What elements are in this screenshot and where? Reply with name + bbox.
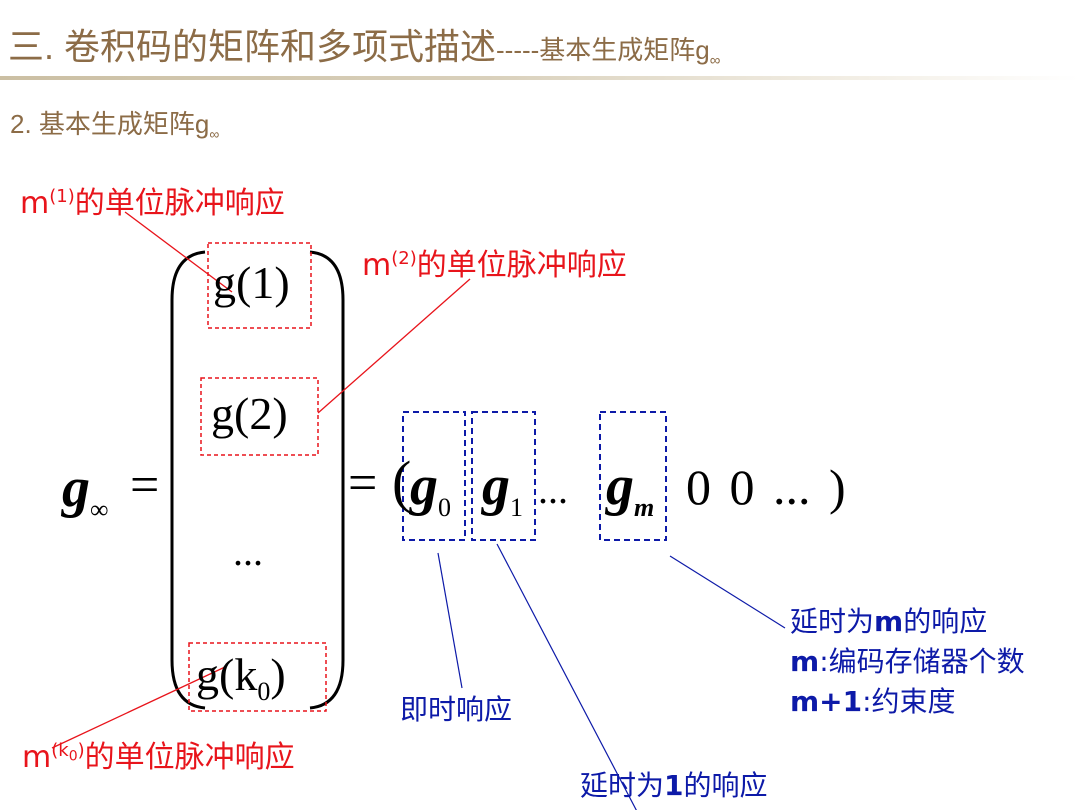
box-gk0 (188, 642, 327, 712)
section-subtitle: 2. 基本生成矩阵g∞ (10, 104, 219, 142)
label-delay1-a: 延时为 (580, 769, 665, 802)
label-m1-sup: (1) (49, 186, 75, 207)
line-delaym (669, 555, 786, 629)
label-m-desc-a: m (790, 645, 820, 678)
rhs-open-paren: ( (392, 449, 412, 514)
label-mk0-base: m (22, 740, 52, 775)
label-mk0-sup-end: ) (77, 740, 85, 761)
label-constraint-a: m+1 (790, 685, 863, 718)
entry-g2: g(2) (211, 388, 288, 439)
label-constraint: m+1:约束度 (790, 684, 956, 720)
rhs-equals: = (348, 455, 378, 512)
entry-gk0-base: g(k (196, 649, 258, 700)
lhs-infinity: ∞ (90, 495, 109, 525)
box-gm (599, 411, 667, 541)
label-immediate: 即时响应 (400, 693, 513, 726)
vector-gm-g: g (606, 455, 634, 517)
label-mk0-sup-sub: 0 (68, 748, 78, 765)
lhs-g: g (62, 457, 90, 519)
vector-gm-sub: m (634, 493, 655, 523)
box-g1 (207, 242, 312, 329)
label-m2-base: m (362, 248, 392, 283)
label-mk0-text: 的单位脉冲响应 (84, 740, 295, 775)
label-m2-sup: (2) (391, 248, 417, 269)
vector-g1-sub: 1 (510, 493, 523, 523)
label-delay1-c: 的响应 (683, 769, 768, 802)
matrix-right-bracket (309, 250, 345, 710)
label-m1-response: m(1)的单位脉冲响应 (20, 178, 285, 222)
vector-g0-sub: 0 (438, 493, 451, 523)
label-m2-text: 的单位脉冲响应 (416, 248, 627, 283)
label-delay1-b: 1 (664, 769, 684, 802)
vector-g0: g0 (410, 454, 451, 523)
entry-gk0-sub: 0 (257, 677, 271, 707)
entry-dots: ... (233, 529, 263, 574)
vector-g0-g: g (410, 455, 438, 517)
section-subtitle-infinity: ∞ (209, 126, 220, 142)
label-mk0-response: m(k0)的单位脉冲响应 (22, 732, 295, 776)
slide-title-suffix: -----基本生成矩阵g (496, 35, 710, 65)
slide-title-infinity: ∞ (709, 52, 721, 69)
label-mk0-sup: (k0) (51, 740, 85, 765)
vector-gm: gm (606, 454, 654, 523)
line-immediate (437, 552, 463, 689)
title-divider (0, 76, 1080, 80)
line-m1 (124, 211, 233, 293)
lhs-equals: = (130, 457, 160, 514)
box-g1-vec (471, 411, 536, 541)
label-delay1: 延时为1的响应 (580, 768, 768, 804)
label-m1-text: 的单位脉冲响应 (74, 186, 285, 221)
line-mk0 (51, 666, 226, 749)
vector-g1: g1 (482, 454, 523, 523)
box-g0 (402, 411, 466, 541)
entry-g1: g(1) (213, 257, 290, 308)
vector-dots: ... (538, 467, 568, 512)
line-delay1 (496, 543, 637, 810)
line-m2 (317, 278, 471, 414)
label-m-desc: m:编码存储器个数 (790, 644, 1025, 680)
entry-gk0: g(k0) (196, 648, 286, 707)
label-delaym: 延时为m的响应 (790, 604, 987, 640)
label-m1-base: m (20, 186, 50, 221)
label-delaym-b: m (874, 605, 904, 638)
label-m-desc-b: :编码存储器个数 (819, 645, 1025, 678)
label-constraint-b: :约束度 (862, 685, 956, 718)
slide-title-main: 三. 卷积码的矩阵和多项式描述 (8, 26, 497, 67)
vector-g1-g: g (482, 455, 510, 517)
vector-tail: 0 0 ... ) (686, 459, 846, 515)
section-subtitle-text: 2. 基本生成矩阵g (10, 109, 210, 139)
box-g2 (200, 377, 319, 456)
entry-gk0-close: ) (270, 649, 286, 700)
label-delaym-c: 的响应 (903, 605, 988, 638)
label-mk0-sup-k: (k (51, 740, 69, 761)
label-m2-response: m(2)的单位脉冲响应 (362, 240, 627, 284)
lhs-g-infinity: g∞ (62, 456, 109, 525)
label-delaym-a: 延时为 (790, 605, 875, 638)
slide-title: 三. 卷积码的矩阵和多项式描述-----基本生成矩阵g∞ (8, 18, 720, 70)
matrix-left-bracket (170, 250, 206, 710)
